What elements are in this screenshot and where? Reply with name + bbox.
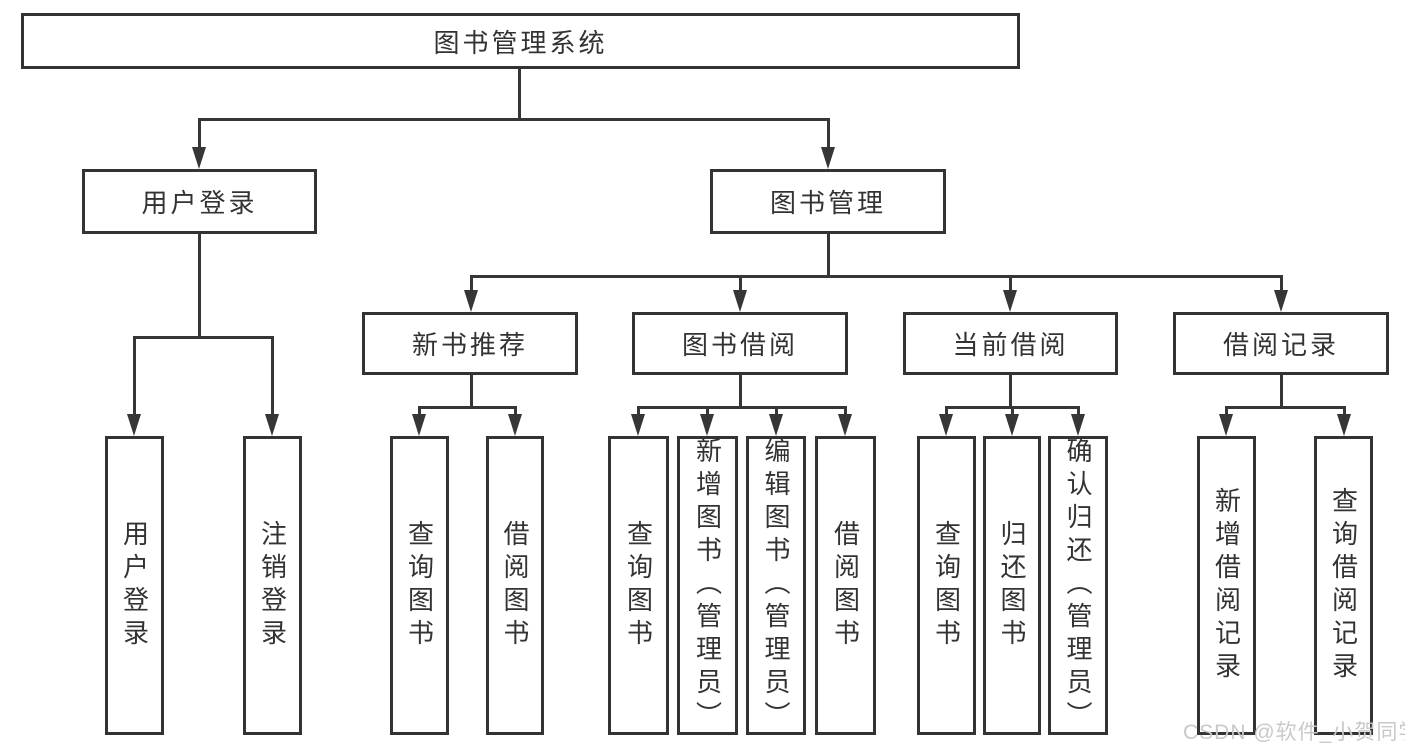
arrow-down-icon — [265, 414, 279, 436]
connector-line — [1009, 275, 1012, 291]
leaf-logout-label: 注销登录 — [257, 519, 288, 652]
leaf-add-borrow-record-label: 新增借阅记录 — [1211, 486, 1242, 685]
arrow-down-icon — [631, 414, 645, 436]
arrow-down-icon — [1003, 290, 1017, 312]
connector-line — [418, 406, 421, 416]
leaf-borrow-books-recommend: 借阅图书 — [486, 436, 544, 735]
connector-line — [637, 406, 640, 416]
arrow-down-icon — [464, 290, 478, 312]
connector-line — [827, 234, 830, 277]
node-current-borrowing-label: 当前借阅 — [952, 330, 1069, 360]
arrow-down-icon — [1337, 414, 1351, 436]
connector-line — [775, 406, 778, 416]
connector-line — [418, 406, 517, 409]
node-book-management: 图书管理 — [710, 169, 946, 234]
arrow-down-icon — [838, 414, 852, 436]
leaf-confirm-return-admin-label: 确认归还（管理员） — [1063, 437, 1093, 734]
leaf-confirm-return-admin: 确认归还（管理员） — [1048, 436, 1108, 735]
leaf-return-books-label: 归还图书 — [997, 519, 1027, 652]
leaf-user-login: 用户登录 — [105, 436, 164, 735]
connector-line — [1343, 406, 1346, 416]
node-borrowing-records: 借阅记录 — [1173, 312, 1389, 375]
connector-line — [470, 275, 473, 291]
arrow-down-icon — [733, 290, 747, 312]
leaf-add-books-admin-label: 新增图书（管理员） — [692, 437, 723, 734]
leaf-borrow-books-borrowing: 借阅图书 — [815, 436, 876, 735]
leaf-query-books-borrowing: 查询图书 — [608, 436, 669, 735]
connector-line — [1280, 375, 1283, 407]
connector-line — [470, 375, 473, 407]
leaf-edit-books-admin-label: 编辑图书（管理员） — [761, 437, 791, 734]
leaf-query-books-current-label: 查询图书 — [931, 519, 962, 652]
node-new-book-recommend: 新书推荐 — [362, 312, 578, 375]
csdn-watermark: CSDN @软件_小贺同学 — [1183, 721, 1405, 744]
connector-line — [133, 336, 136, 415]
node-book-borrowing-label: 图书借阅 — [681, 330, 798, 360]
connector-line — [133, 336, 274, 339]
leaf-query-books-current: 查询图书 — [917, 436, 976, 735]
connector-line — [739, 375, 742, 407]
arrow-down-icon — [192, 147, 206, 169]
leaf-borrow-books-recommend-label: 借阅图书 — [500, 519, 530, 652]
connector-line — [1280, 275, 1283, 291]
leaf-return-books: 归还图书 — [983, 436, 1041, 735]
node-current-borrowing: 当前借阅 — [903, 312, 1118, 375]
leaf-query-borrow-record: 查询借阅记录 — [1314, 436, 1373, 735]
arrow-down-icon — [412, 414, 426, 436]
connector-line — [198, 118, 830, 121]
arrow-down-icon — [508, 414, 522, 436]
connector-line — [827, 118, 830, 148]
node-root: 图书管理系统 — [21, 13, 1020, 69]
connector-line — [1077, 406, 1080, 416]
connector-line — [514, 406, 517, 416]
node-root-label: 图书管理系统 — [433, 27, 608, 58]
node-user-login: 用户登录 — [82, 169, 317, 234]
connector-line — [470, 275, 1283, 278]
leaf-add-borrow-record: 新增借阅记录 — [1197, 436, 1256, 735]
leaf-query-books-recommend-label: 查询图书 — [404, 519, 435, 652]
arrow-down-icon — [821, 147, 835, 169]
arrow-down-icon — [1219, 414, 1233, 436]
connector-line — [844, 406, 847, 416]
leaf-edit-books-admin: 编辑图书（管理员） — [746, 436, 806, 735]
leaf-query-borrow-record-label: 查询借阅记录 — [1328, 486, 1359, 685]
arrow-down-icon — [127, 414, 141, 436]
leaf-query-books-recommend: 查询图书 — [390, 436, 449, 735]
leaf-borrow-books-borrowing-label: 借阅图书 — [830, 519, 861, 652]
connector-line — [1009, 375, 1012, 407]
connector-line — [198, 234, 201, 337]
connector-line — [1011, 406, 1014, 416]
connector-line — [706, 406, 709, 416]
node-book-management-label: 图书管理 — [769, 188, 886, 218]
connector-line — [518, 69, 521, 118]
connector-line — [637, 406, 847, 409]
node-new-book-recommend-label: 新书推荐 — [411, 330, 528, 360]
arrow-down-icon — [939, 414, 953, 436]
connector-line — [739, 275, 742, 291]
node-borrowing-records-label: 借阅记录 — [1222, 330, 1339, 360]
node-user-login-label: 用户登录 — [141, 188, 258, 218]
connector-line — [198, 118, 201, 148]
leaf-add-books-admin: 新增图书（管理员） — [677, 436, 738, 735]
arrow-down-icon — [1274, 290, 1288, 312]
leaf-logout: 注销登录 — [243, 436, 302, 735]
arrow-down-icon — [1005, 414, 1019, 436]
arrow-down-icon — [1071, 414, 1085, 436]
connector-line — [1225, 406, 1345, 409]
arrow-down-icon — [700, 414, 714, 436]
arrow-down-icon — [769, 414, 783, 436]
connector-line — [1225, 406, 1228, 416]
node-book-borrowing: 图书借阅 — [632, 312, 848, 375]
connector-line — [945, 406, 948, 416]
leaf-query-books-borrowing-label: 查询图书 — [623, 519, 654, 652]
leaf-user-login-label: 用户登录 — [119, 519, 150, 652]
connector-line — [271, 336, 274, 415]
